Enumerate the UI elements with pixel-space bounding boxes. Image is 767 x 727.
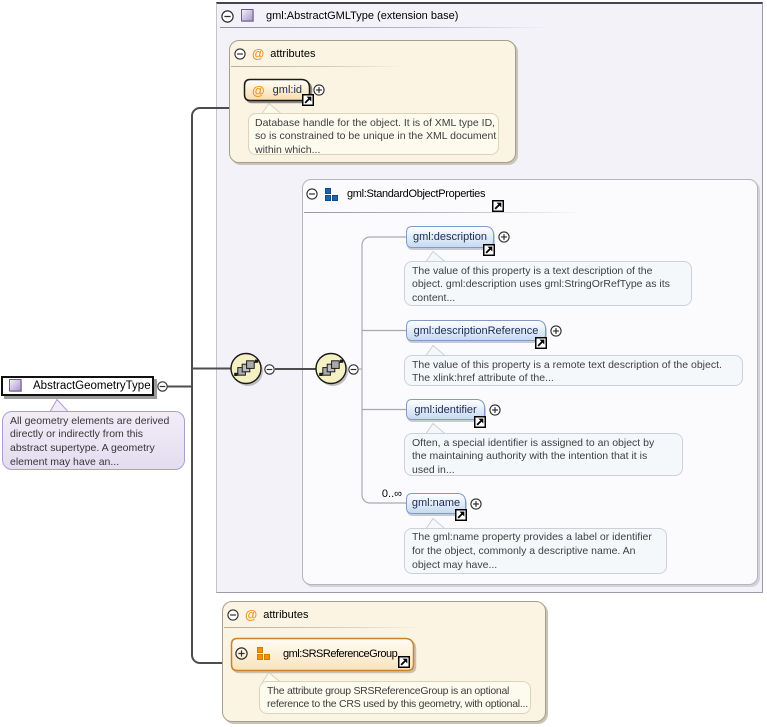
- header-divider: [220, 27, 756, 28]
- goto-definition-arrow-icon[interactable]: [483, 244, 495, 256]
- complex-type-icon: [9, 378, 24, 394]
- goto-definition-arrow-icon[interactable]: [535, 337, 547, 349]
- group-divider: [304, 212, 754, 213]
- collapse-icon[interactable]: [348, 363, 359, 375]
- attribute-at-icon: @: [251, 82, 265, 98]
- doc-tail: [261, 102, 282, 114]
- attribute-group-srs-reference[interactable]: gml:SRSReferenceGroup: [230, 637, 415, 672]
- collapse-icon[interactable]: [306, 188, 318, 200]
- element-gml-name[interactable]: gml:name: [406, 492, 466, 514]
- collapse-icon[interactable]: [227, 609, 239, 621]
- element-gml-description-reference-doc: The value of this property is a remote t…: [404, 355, 743, 386]
- abstract-geometry-type-node[interactable]: AbstractGeometryType: [1, 376, 154, 396]
- collapse-icon[interactable]: [234, 48, 246, 60]
- doc-tail: [425, 250, 446, 262]
- expand-icon[interactable]: [470, 497, 482, 510]
- attributes-bottom-divider: [224, 627, 542, 628]
- expand-icon[interactable]: [313, 84, 325, 96]
- attribute-at-icon: @: [252, 46, 265, 61]
- attributes-bottom-label: attributes: [263, 609, 309, 621]
- attribute-at-icon: @: [245, 607, 258, 622]
- sequence-compositor-icon[interactable]: [229, 351, 267, 389]
- model-group-icon: [325, 187, 338, 201]
- abstract-geometry-type-label: AbstractGeometryType: [33, 380, 151, 392]
- doc-tail: [425, 517, 446, 529]
- sequence-compositor-icon[interactable]: [314, 351, 352, 389]
- doc-tail: [425, 422, 446, 434]
- group-title: gml:StandardObjectProperties: [347, 188, 486, 200]
- group-header: gml:StandardObjectProperties: [306, 187, 485, 201]
- attributes-bottom-header: @ attributes: [227, 608, 308, 622]
- occurrence-label: 0..∞: [381, 488, 402, 500]
- element-label: gml:descriptionReference: [413, 324, 539, 337]
- abstract-geometry-type-doc: All geometry elements are derived direct…: [2, 411, 185, 470]
- complex-type-icon: [241, 8, 256, 24]
- attribute-gml-id-label: gml:id: [272, 84, 303, 96]
- extension-base-header: gml:AbstractGMLType (extension base): [221, 8, 458, 24]
- attributes-top-label: attributes: [270, 48, 316, 60]
- element-label: gml:description: [413, 231, 487, 243]
- element-gml-description-doc: The value of this property is a text des…: [404, 261, 692, 306]
- goto-definition-arrow-icon[interactable]: [398, 656, 410, 668]
- element-gml-name-doc: The gml:name property provides a label o…: [404, 527, 667, 574]
- element-gml-description-reference[interactable]: gml:descriptionReference: [406, 320, 546, 341]
- collapse-icon[interactable]: [264, 363, 275, 375]
- goto-definition-arrow-icon[interactable]: [302, 94, 314, 106]
- attribute-group-icon: [257, 647, 270, 660]
- collapse-icon[interactable]: [221, 9, 234, 23]
- attribute-gml-id[interactable]: @ gml:id: [243, 78, 311, 102]
- expand-icon[interactable]: [550, 324, 562, 337]
- expand-icon[interactable]: [489, 404, 501, 416]
- collapse-icon[interactable]: [157, 381, 168, 392]
- element-label: gml:name: [411, 497, 461, 509]
- extension-base-title: gml:AbstractGMLType (extension base): [266, 10, 459, 22]
- goto-definition-arrow-icon[interactable]: [455, 509, 467, 521]
- goto-definition-arrow-icon[interactable]: [474, 416, 486, 428]
- element-gml-identifier-doc: Often, a special identifier is assigned …: [404, 433, 683, 476]
- element-label: gml:identifier: [414, 403, 477, 416]
- attribute-group-srs-doc: The attribute group SRSReferenceGroup is…: [259, 681, 531, 714]
- expand-icon[interactable]: [498, 231, 510, 243]
- element-gml-description[interactable]: gml:description: [406, 226, 494, 248]
- doc-tail: [49, 398, 69, 412]
- attributes-top-divider: [231, 66, 512, 67]
- goto-definition-arrow-icon[interactable]: [492, 200, 504, 212]
- expand-icon[interactable]: [235, 647, 248, 660]
- doc-tail: [425, 344, 446, 356]
- doc-tail: [261, 671, 282, 683]
- attributes-top-header: @ attributes: [234, 47, 315, 61]
- attribute-gml-id-doc: Database handle for the object. It is of…: [248, 113, 499, 156]
- attribute-group-label: gml:SRSReferenceGroup: [283, 647, 398, 660]
